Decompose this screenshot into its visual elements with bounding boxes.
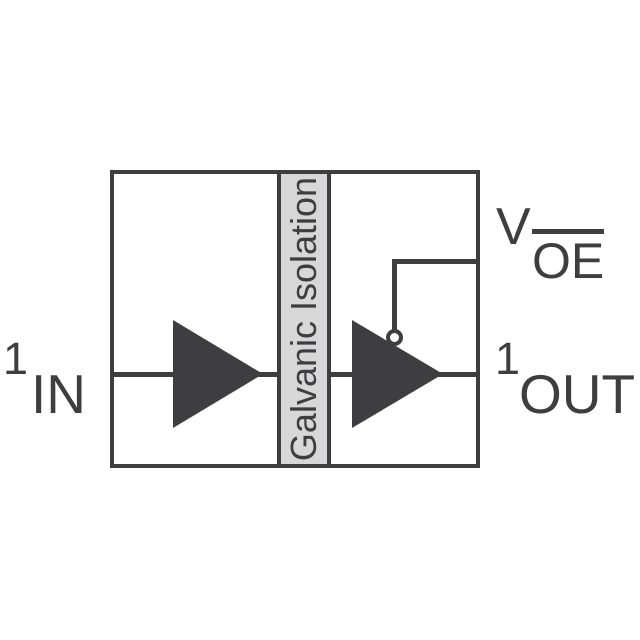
input-pin-label: IN [31, 363, 86, 425]
enable-line-horizontal [392, 259, 478, 264]
galvanic-isolation-barrier [277, 170, 331, 468]
output-pin-label: OUT [519, 363, 636, 425]
input-buffer-triangle-icon [173, 320, 263, 428]
input-pin-number: 1 [3, 333, 29, 384]
enable-pin-label-overbar: OE [532, 229, 605, 286]
enable-pin-prefix: V [496, 198, 531, 256]
output-pin-number: 1 [495, 333, 521, 384]
isolator-outline-box [110, 170, 480, 468]
enable-line-vertical [392, 259, 397, 333]
galvanic-isolation-label: Galvanic Isolation [283, 176, 324, 462]
inversion-bubble-icon [386, 329, 403, 346]
